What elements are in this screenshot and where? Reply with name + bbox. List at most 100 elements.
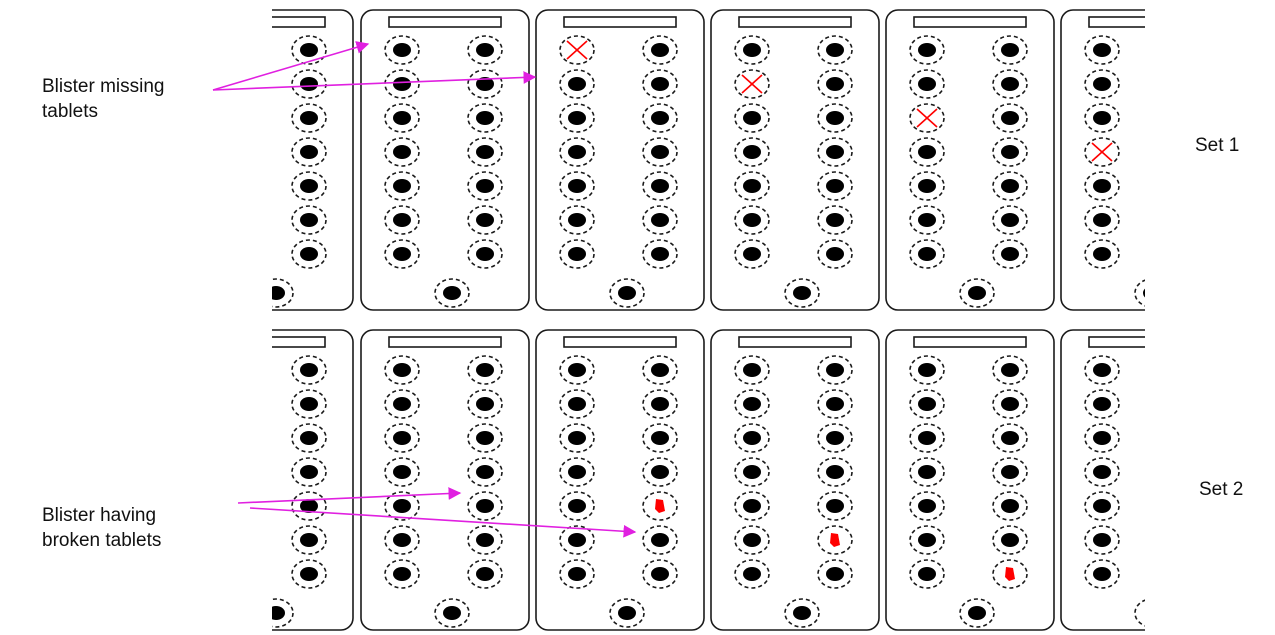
blister-pocket (642, 525, 678, 555)
blister-pocket (559, 491, 595, 521)
blister-pocket (559, 525, 595, 555)
blister-pocket (734, 103, 770, 133)
tablet (1176, 111, 1194, 125)
tablet (918, 397, 936, 411)
blister-pocket (784, 598, 820, 628)
card-label-slot (272, 16, 326, 28)
blister-pocket (559, 137, 595, 167)
blister-pocket (642, 355, 678, 385)
tablet (393, 499, 411, 513)
blister-pocket (1084, 355, 1120, 385)
tablet (568, 111, 586, 125)
blister-pocket (209, 390, 243, 418)
tablet (1176, 567, 1194, 581)
tablet (217, 363, 235, 377)
tablet (1176, 77, 1194, 91)
tablet (476, 397, 494, 411)
blister-pocket (817, 457, 853, 487)
tablet (393, 247, 411, 261)
tablet (300, 179, 318, 193)
blister-pocket (209, 206, 243, 234)
blister-pocket (209, 172, 243, 200)
blister-pocket (467, 491, 503, 521)
tablet (918, 499, 936, 513)
blister-pocket (817, 137, 853, 167)
blister-pocket (384, 355, 420, 385)
blister-pocket (992, 103, 1028, 133)
tablet (918, 533, 936, 547)
blister-pocket (384, 559, 420, 589)
tablet (393, 397, 411, 411)
tablet (1093, 465, 1111, 479)
tablet (918, 77, 936, 91)
blister-pocket (291, 171, 327, 201)
blister-pocket (817, 239, 853, 269)
blister-pocket (1168, 36, 1202, 64)
blister-pocket (291, 239, 327, 269)
blister-pocket (434, 278, 470, 308)
blister-pocket (642, 137, 678, 167)
blister-pocket (209, 526, 243, 554)
blister-card-set-2-4 (710, 329, 880, 631)
tablet (968, 606, 986, 620)
tablet (651, 43, 669, 57)
blister-pocket (1168, 206, 1202, 234)
blister-pocket (734, 239, 770, 269)
card-label-slot (563, 336, 677, 348)
tablet (1093, 499, 1111, 513)
tablet (1093, 247, 1111, 261)
card-label-slot (738, 336, 852, 348)
blister-pocket (1168, 424, 1202, 452)
blister-pocket (609, 598, 645, 628)
blister-pocket (384, 137, 420, 167)
tablet (1001, 363, 1019, 377)
blister-pocket (817, 171, 853, 201)
tablet (826, 465, 844, 479)
blister-pocket (1168, 240, 1202, 268)
tablet (1001, 179, 1019, 193)
card-label-slot (1088, 336, 1145, 348)
tablet (476, 247, 494, 261)
blister-pocket (384, 69, 420, 99)
blister-pocket (209, 458, 243, 486)
blister-pocket (992, 205, 1028, 235)
blister-card-set-2-1 (209, 329, 354, 631)
tablet (918, 363, 936, 377)
blister-pocket (642, 239, 678, 269)
tablet (1093, 397, 1111, 411)
blister-pocket (209, 356, 243, 384)
tablet (651, 247, 669, 261)
blister-pocket (817, 35, 853, 65)
blister-pocket (272, 598, 294, 628)
tablet (1176, 43, 1194, 57)
tablet (217, 213, 235, 227)
tablet (743, 533, 761, 547)
blister-pocket (291, 491, 327, 521)
tablet (476, 431, 494, 445)
tablet (476, 179, 494, 193)
tablet (476, 43, 494, 57)
blister-card-set-1-1 (209, 9, 354, 311)
blister-pocket (1084, 205, 1120, 235)
tablet (393, 179, 411, 193)
blister-pocket (909, 355, 945, 385)
tablet (1093, 431, 1111, 445)
broken-tablet (655, 499, 665, 513)
tablet (1001, 213, 1019, 227)
blister-pocket (959, 598, 995, 628)
blister-pocket (384, 239, 420, 269)
tablet (918, 145, 936, 159)
tablet (393, 111, 411, 125)
blister-pocket (384, 35, 420, 65)
blister-pocket (1084, 69, 1120, 99)
blister-pocket (642, 457, 678, 487)
annotation-arrow (212, 41, 370, 91)
tablet (300, 363, 318, 377)
blister-pocket (1084, 239, 1120, 269)
blister-pocket (434, 598, 470, 628)
blister-pocket (559, 423, 595, 453)
tablet (393, 363, 411, 377)
tablet (568, 363, 586, 377)
tablet (651, 533, 669, 547)
